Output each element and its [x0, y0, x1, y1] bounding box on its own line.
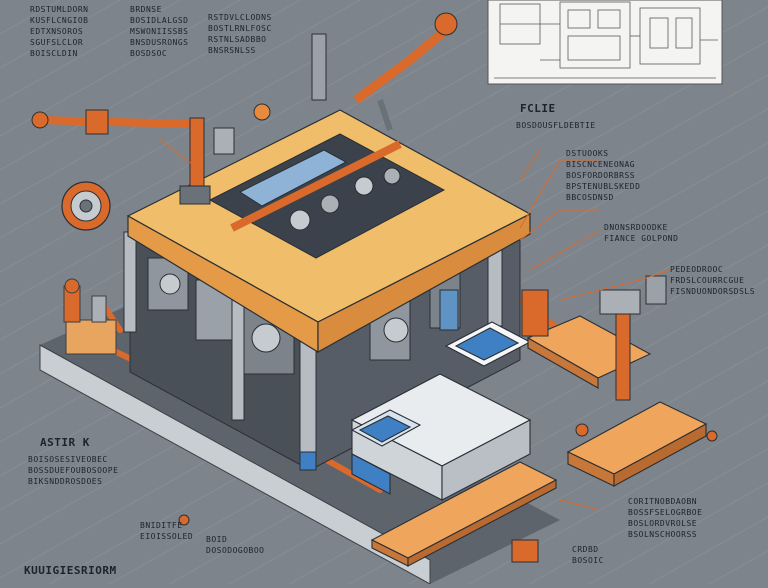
label-line: KUSFLCNGIOB	[30, 16, 89, 25]
label-line: BOSOIC	[572, 556, 604, 565]
label-line: MSWONIISSBS	[130, 27, 189, 36]
label-line: BOSDOUSFLDEBTIE	[516, 121, 596, 130]
right-robot-arm	[178, 275, 718, 563]
robotic-arms	[31, 12, 458, 205]
label-top-left: RDSTUMLDORN KUSFLCNGIOB EDTXNSOROS SGUFS…	[30, 4, 88, 59]
label-line: BOSLORDVROLSE	[628, 519, 698, 528]
label-line: BOSSFSELOGRBOE	[628, 508, 703, 517]
label-bottom-center: CRDBD BOSOIC	[572, 544, 604, 566]
label-line: EDTXNSOROS	[30, 27, 84, 36]
label-bottom-left1: BNIDITFE EIOISSOLED	[140, 520, 193, 542]
label-right1: BOSDOUSFLDEBTIE	[516, 120, 596, 131]
label-right4: PEDEODROOC FRDSLCOURRCGUE FISNDUONDORSDS…	[670, 264, 755, 297]
label-line: BPSTENUBLSKEDD	[566, 182, 641, 191]
label-right-title: FCLIE	[520, 102, 556, 115]
label-line: CORITNOBDAOBN	[628, 497, 698, 506]
label-line: BOSFORDORBRSS	[566, 171, 636, 180]
label-line: FISNDUONDORSDSLS	[670, 287, 756, 296]
label-line: BSOLNSCHOORSS	[628, 530, 698, 539]
label-line: BISCNCENEONAG	[566, 160, 636, 169]
label-line: BIKSNDDROSDOES	[28, 477, 103, 486]
label-line: BNIDITFE	[140, 521, 183, 530]
label-left-mid-title: ASTIR K	[40, 436, 90, 449]
label-line: CRDBD	[572, 545, 599, 554]
label-line: BOISCLDIN	[30, 49, 78, 58]
gear-icon	[61, 181, 111, 231]
label-line: RSTDVLCLODNS	[208, 13, 272, 22]
label-line: BOID	[206, 535, 228, 544]
support-columns	[123, 231, 503, 471]
label-line: EIOISSOLED	[140, 532, 194, 541]
label-right3: DNONSRDOODKE FIANCE GOLPOND	[604, 222, 678, 244]
label-line: BOSIDLALGSD	[130, 16, 189, 25]
label-line: RDSTUMLDORN	[30, 5, 89, 14]
label-bottom-right: CORITNOBDAOBN BOSSFSELOGRBOE BOSLORDVROL…	[628, 496, 702, 540]
label-line: BRDNSE	[130, 5, 162, 14]
label-line: BNSDUSRONGS	[130, 38, 189, 47]
label-line: SGUFSLCLOR	[30, 38, 84, 47]
label-line: DOSODOGOBOO	[206, 546, 265, 555]
roof	[126, 109, 532, 354]
label-line: RSTNLSADBBO	[208, 35, 267, 44]
label-line: DNONSRDOODKE	[604, 223, 668, 232]
blueprint-panel	[487, 0, 723, 85]
label-line: BBCOSDNSD	[566, 193, 614, 202]
label-line: BOSDSOC	[130, 49, 168, 58]
label-line: BOSTLRNLFOSC	[208, 24, 272, 33]
label-line: BOISOSESIVEOBEC	[28, 455, 108, 464]
label-left-mid: BOISOSESIVEOBEC BOSSDUEFOUBOSOOPE BIKSND…	[28, 454, 118, 487]
label-line: FIANCE GOLPOND	[604, 234, 679, 243]
label-top-mid2: RSTDVLCLODNS BOSTLRNLFOSC RSTNLSADBBO BN…	[208, 12, 272, 56]
workbenches	[370, 315, 708, 567]
label-line: PEDEODROOC	[670, 265, 724, 274]
label-line: BOSSDUEFOUBOSOOPE	[28, 466, 119, 475]
label-line: BNSRSNLSS	[208, 46, 256, 55]
label-right2: DSTUOOKS BISCNCENEONAG BOSFORDORBRSS BPS…	[566, 148, 640, 203]
label-bottom-title: KUUIGIESRIORM	[24, 564, 117, 577]
label-line: DSTUOOKS	[566, 149, 609, 158]
label-bottom-left2: BOID DOSODOGOBOO	[206, 534, 264, 556]
label-top-mid1: BRDNSE BOSIDLALGSD MSWONIISSBS BNSDUSRON…	[130, 4, 188, 59]
callout-lines	[159, 139, 671, 511]
label-line: FRDSLCOURRCGUE	[670, 276, 745, 285]
